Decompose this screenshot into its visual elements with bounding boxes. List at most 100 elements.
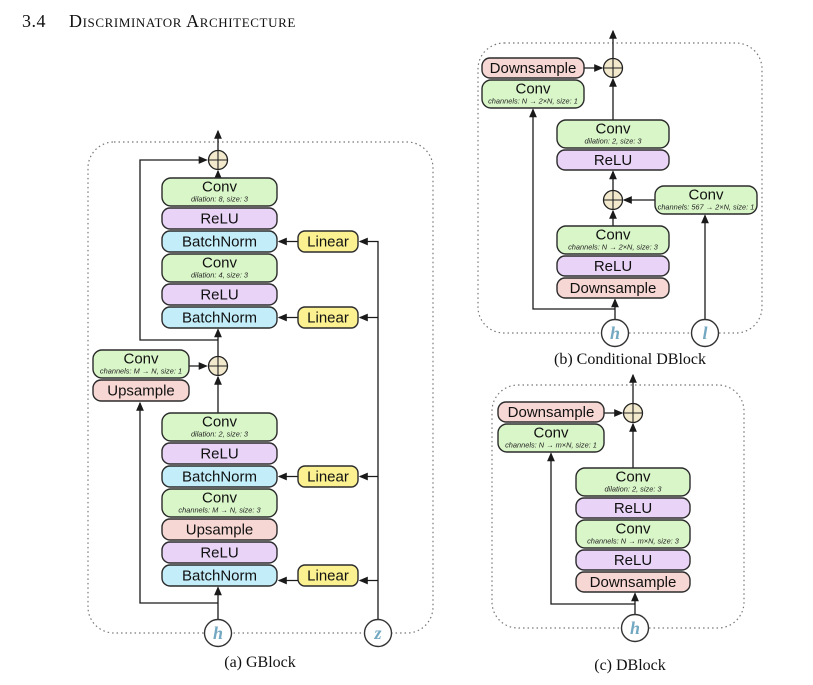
sum-icon xyxy=(602,57,624,79)
svg-text:channels: N → m×N, size: 1: channels: N → m×N, size: 1 xyxy=(505,441,597,450)
gblock-lower-skip xyxy=(136,401,218,604)
svg-text:Linear: Linear xyxy=(307,568,349,585)
svg-text:BatchNorm: BatchNorm xyxy=(182,310,257,327)
svg-text:ReLU: ReLU xyxy=(614,552,652,569)
sum-icon xyxy=(602,189,624,211)
gblock-upper-skip xyxy=(139,156,218,341)
conv-box: Conv dilation: 8, size: 3 xyxy=(161,177,278,207)
svg-text:channels: M → N, size: 1: channels: M → N, size: 1 xyxy=(100,367,182,376)
svg-text:BatchNorm: BatchNorm xyxy=(182,234,257,251)
svg-text:ReLU: ReLU xyxy=(200,287,238,304)
relu-box: ReLU xyxy=(161,207,278,230)
svg-text:l: l xyxy=(702,323,707,343)
svg-text:Conv: Conv xyxy=(595,227,631,244)
svg-text:Linear: Linear xyxy=(307,469,349,486)
caption-gblock: (a) GBlock xyxy=(224,654,296,671)
section-number: 3.4 xyxy=(22,11,46,31)
svg-text:channels: M → N, size: 3: channels: M → N, size: 3 xyxy=(178,506,261,515)
svg-text:dilation: 4, size: 3: dilation: 4, size: 3 xyxy=(191,271,249,280)
svg-text:dilation: 8, size: 3: dilation: 8, size: 3 xyxy=(191,195,249,204)
svg-text:Downsample: Downsample xyxy=(570,280,657,297)
input-z: z xyxy=(363,618,393,648)
relu-box: ReLU xyxy=(161,283,278,306)
svg-text:Downsample: Downsample xyxy=(590,574,677,591)
conv-box: Conv dilation: 4, size: 3 xyxy=(161,253,278,283)
batchnorm-box: BatchNorm xyxy=(161,465,278,488)
linear-box: Linear xyxy=(297,306,359,329)
upsample-box: Upsample xyxy=(92,379,190,402)
input-h: h xyxy=(203,618,233,648)
conv-box: Conv channels: N → m×N, size: 1 xyxy=(497,423,605,453)
sum-icon xyxy=(622,402,644,424)
linear-box: Linear xyxy=(297,230,359,253)
svg-text:Conv: Conv xyxy=(202,255,238,272)
svg-text:Conv: Conv xyxy=(515,81,551,98)
svg-text:channels: N → m×N, size: 3: channels: N → m×N, size: 3 xyxy=(587,537,680,546)
input-h: h xyxy=(620,613,650,643)
svg-text:Conv: Conv xyxy=(595,121,631,138)
gblock-z-wire xyxy=(358,237,379,620)
conv-box: Conv channels: N → m×N, size: 3 xyxy=(575,519,691,549)
upsample-box: Upsample xyxy=(161,518,278,541)
batchnorm-box: BatchNorm xyxy=(161,564,278,587)
relu-box: ReLU xyxy=(575,549,691,571)
caption-dblock: (c) DBlock xyxy=(594,657,666,674)
svg-text:ReLU: ReLU xyxy=(614,500,652,517)
gblock-border xyxy=(87,141,434,634)
relu-box: ReLU xyxy=(161,541,278,564)
input-l: l xyxy=(690,318,720,348)
conv-box: Conv channels: N → 2×N, size: 1 xyxy=(481,79,585,109)
svg-text:channels: 567 → 2×N, size: 1: channels: 567 → 2×N, size: 1 xyxy=(658,203,755,212)
cond-dblock-skip xyxy=(529,108,615,310)
conv-box: Conv dilation: 2, size: 3 xyxy=(556,119,670,149)
input-h: h xyxy=(600,318,630,348)
svg-text:Linear: Linear xyxy=(307,234,349,251)
conv-box: Conv channels: M → N, size: 1 xyxy=(92,349,190,379)
sum-icon xyxy=(207,149,229,171)
section-title: Discriminator Architecture xyxy=(69,11,296,31)
svg-text:Conv: Conv xyxy=(202,490,238,507)
svg-text:Conv: Conv xyxy=(615,469,651,486)
cond-dblock-diagram: Downsample Conv channels: N → 2×N, size:… xyxy=(477,29,763,348)
downsample-box: Downsample xyxy=(481,57,585,79)
svg-text:Conv: Conv xyxy=(123,351,159,368)
svg-text:dilation: 2, size: 3: dilation: 2, size: 3 xyxy=(604,485,662,494)
conv-box: Conv channels: M → N, size: 3 xyxy=(161,488,278,518)
svg-text:ReLU: ReLU xyxy=(200,446,238,463)
svg-text:ReLU: ReLU xyxy=(594,258,632,275)
conv-box: Conv dilation: 2, size: 3 xyxy=(161,412,278,442)
section-heading: 3.4 Discriminator Architecture xyxy=(22,11,296,32)
svg-text:Linear: Linear xyxy=(307,310,349,327)
svg-text:h: h xyxy=(630,618,640,638)
svg-text:Upsample: Upsample xyxy=(186,522,254,539)
sum-icon xyxy=(207,355,229,377)
dblock-border xyxy=(491,384,745,629)
svg-text:channels: N → 2×N, size: 3: channels: N → 2×N, size: 3 xyxy=(568,243,659,252)
downsample-box: Downsample xyxy=(575,571,691,593)
svg-text:h: h xyxy=(610,323,620,343)
svg-text:ReLU: ReLU xyxy=(594,152,632,169)
relu-box: ReLU xyxy=(161,442,278,465)
svg-text:dilation: 2, size: 3: dilation: 2, size: 3 xyxy=(191,430,249,439)
downsample-box: Downsample xyxy=(497,401,605,423)
relu-box: ReLU xyxy=(556,255,670,277)
svg-text:Downsample: Downsample xyxy=(508,404,595,421)
svg-text:Conv: Conv xyxy=(533,425,569,442)
relu-box: ReLU xyxy=(575,497,691,519)
svg-text:dilation: 2, size: 3: dilation: 2, size: 3 xyxy=(584,137,642,146)
svg-text:Conv: Conv xyxy=(202,179,238,196)
svg-text:ReLU: ReLU xyxy=(200,545,238,562)
linear-box: Linear xyxy=(297,564,359,587)
svg-text:Conv: Conv xyxy=(688,187,724,204)
svg-text:channels: N → 2×N, size: 1: channels: N → 2×N, size: 1 xyxy=(488,97,578,106)
svg-text:Downsample: Downsample xyxy=(490,60,577,77)
batchnorm-box: BatchNorm xyxy=(161,230,278,253)
dblock-skip xyxy=(547,452,635,605)
svg-text:BatchNorm: BatchNorm xyxy=(182,568,257,585)
conv-box: Conv dilation: 2, size: 3 xyxy=(575,467,691,497)
batchnorm-box: BatchNorm xyxy=(161,306,278,329)
svg-text:h: h xyxy=(213,623,223,643)
conv-box: Conv channels: 567 → 2×N, size: 1 xyxy=(654,185,758,215)
svg-text:Conv: Conv xyxy=(202,414,238,431)
svg-text:ReLU: ReLU xyxy=(200,211,238,228)
